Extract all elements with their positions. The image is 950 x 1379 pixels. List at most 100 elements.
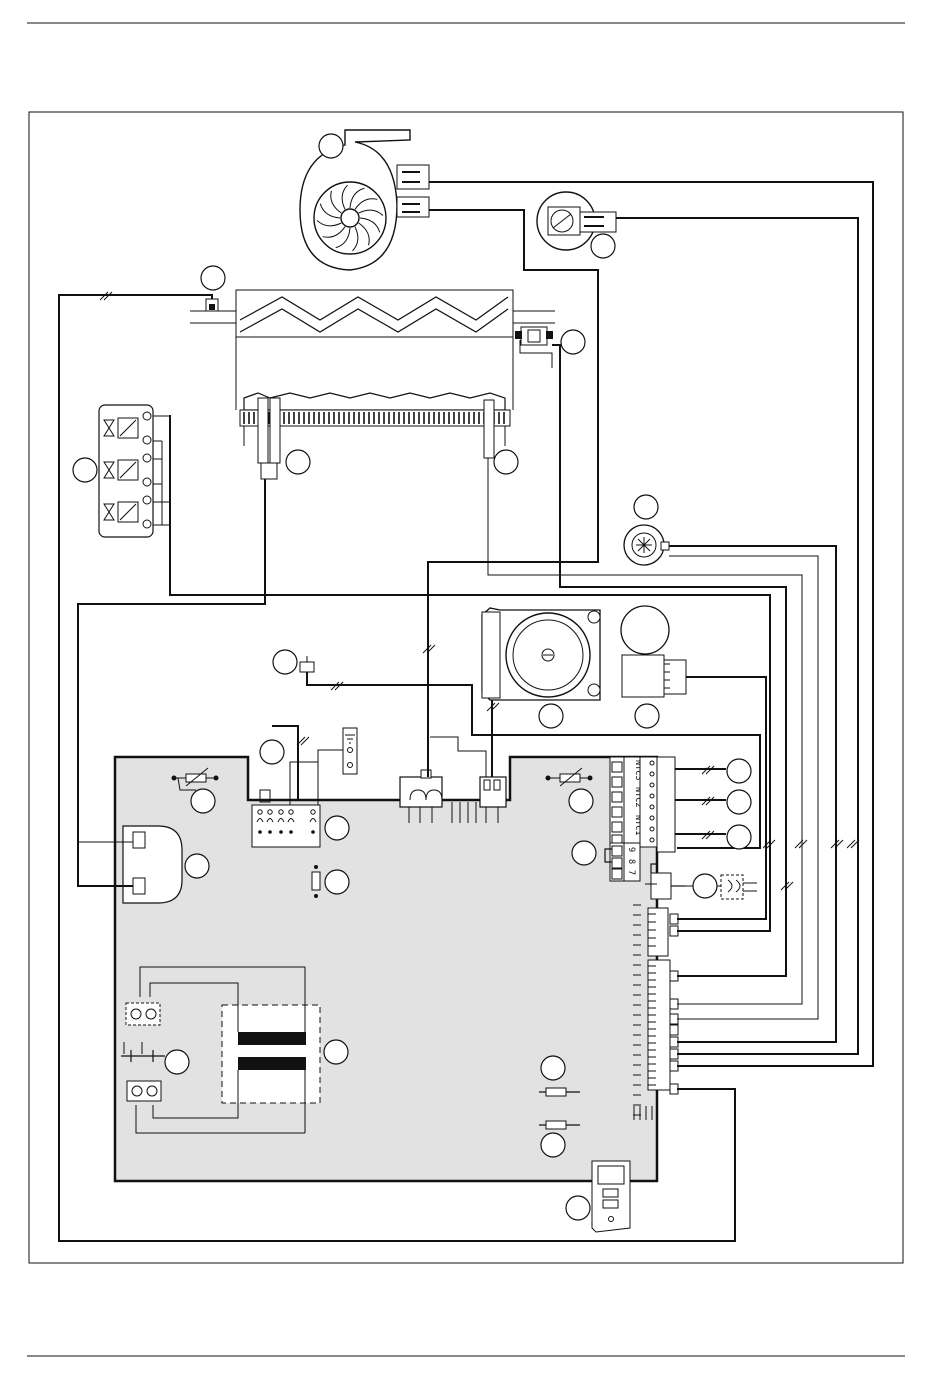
callout-circle [569, 789, 593, 813]
terminal-987: 9 8 7 [605, 843, 640, 881]
callout-terminal-789 [572, 841, 596, 865]
callout-fuse-top [541, 1056, 565, 1080]
water-pressure-sensor-symbol [300, 656, 314, 672]
dhw-flow-sensor-symbol [624, 525, 669, 565]
connector-pin [279, 810, 283, 814]
callout-gas-valve [73, 458, 97, 482]
valve-terminal [143, 454, 151, 462]
cable-tie-tick [847, 840, 855, 848]
wire-plug [670, 926, 678, 936]
callout-flue-thermostat [561, 330, 585, 354]
wire-plug [670, 1049, 678, 1059]
ntc-pin [650, 794, 654, 798]
callout-circle [324, 1040, 348, 1064]
wire-plug [670, 1061, 678, 1071]
callout-air-pressure-switch [591, 234, 615, 258]
pin-7-label: 7 [626, 870, 636, 875]
callout-display-module [566, 1196, 590, 1220]
connector-pin [268, 830, 272, 834]
valve-terminal [143, 496, 151, 504]
callout-ntc1-sensor [727, 825, 751, 849]
callout-ignition-electrode [286, 450, 310, 474]
ntc-pin [650, 761, 654, 765]
wire-plug [670, 1037, 678, 1047]
heat-exchanger [190, 290, 555, 410]
callout-detection-electrode [494, 450, 518, 474]
callout-ntc2-sensor [727, 790, 751, 814]
connector-pin [289, 810, 293, 814]
callout-circle [566, 1196, 590, 1220]
callout-pcb-fuse [325, 870, 349, 894]
detection-electrode-symbol [484, 400, 494, 458]
callout-pcb-potentiometer-left [191, 789, 215, 813]
callout-circle [541, 1133, 565, 1157]
callout-circle [191, 789, 215, 813]
display-module-symbol [592, 1161, 630, 1232]
pin-8-label: 8 [626, 859, 636, 864]
ntc-pin [650, 816, 654, 820]
ntc-terminal-strip: NTC3 NTC2 NTC1 [610, 757, 675, 852]
three-way-valve-symbol [621, 606, 686, 697]
wire-plug [670, 999, 678, 1009]
callout-circle [635, 704, 659, 728]
callout-circle [319, 134, 343, 158]
valve-terminal [143, 412, 151, 420]
connector-pin [311, 810, 315, 814]
pump-symbol [482, 608, 600, 700]
earth-terminal-symbol [343, 728, 357, 774]
callout-pcb-potentiometer-right [569, 789, 593, 813]
callout-room-thermostat [693, 874, 717, 898]
control-board: NTC3 NTC2 NTC1 9 8 7 [115, 757, 685, 1232]
valve-terminal [143, 436, 151, 444]
callout-circle [572, 841, 596, 865]
connector-pin [258, 810, 262, 814]
ntc-pin [650, 783, 654, 787]
connector-pin [289, 830, 293, 834]
callout-circle [539, 704, 563, 728]
callout-circle [201, 266, 225, 290]
callout-circle [260, 740, 284, 764]
callout-circle [165, 1050, 189, 1074]
callout-circle [541, 1056, 565, 1080]
callout-circle [693, 874, 717, 898]
connector-pin [268, 810, 272, 814]
connector-pin [279, 830, 283, 834]
callout-circle [325, 870, 349, 894]
callout-fan [319, 134, 343, 158]
callout-circle [727, 825, 751, 849]
jumper-top [126, 1003, 160, 1025]
fan-assembly [300, 130, 429, 270]
callout-water-pressure-sensor [273, 650, 297, 674]
callout-earth-terminal [260, 740, 284, 764]
pcb-outline [115, 757, 657, 1181]
callout-dhw-flow-sensor [634, 495, 658, 519]
wire-plug [670, 1014, 678, 1024]
wire-plug [670, 1084, 678, 1094]
ntc-pin [650, 827, 654, 831]
callout-ntc3-sensor [727, 759, 751, 783]
callout-circle [73, 458, 97, 482]
wire-plug [670, 1025, 678, 1035]
callout-circle [727, 790, 751, 814]
callout-circle [325, 816, 349, 840]
overheat-thermostat-symbol [206, 299, 218, 311]
callout-circle [286, 450, 310, 474]
callout-circle [494, 450, 518, 474]
gas-valve-symbol [99, 405, 153, 537]
power-relay-housing [123, 826, 182, 903]
callout-circle [561, 330, 585, 354]
callout-circle [273, 650, 297, 674]
room-thermostat-symbol [721, 875, 757, 899]
valve-terminal [143, 478, 151, 486]
valve-terminal [143, 520, 151, 528]
callout-circle [591, 234, 615, 258]
pin-9-label: 9 [626, 847, 636, 852]
callout-circle [727, 759, 751, 783]
callout-overheat-thermostat [201, 266, 225, 290]
callout-three-way-valve [635, 704, 659, 728]
callout-pump [539, 704, 563, 728]
ntc-pin [650, 838, 654, 842]
callout-circle [634, 495, 658, 519]
cable-tie-tick [301, 737, 309, 745]
